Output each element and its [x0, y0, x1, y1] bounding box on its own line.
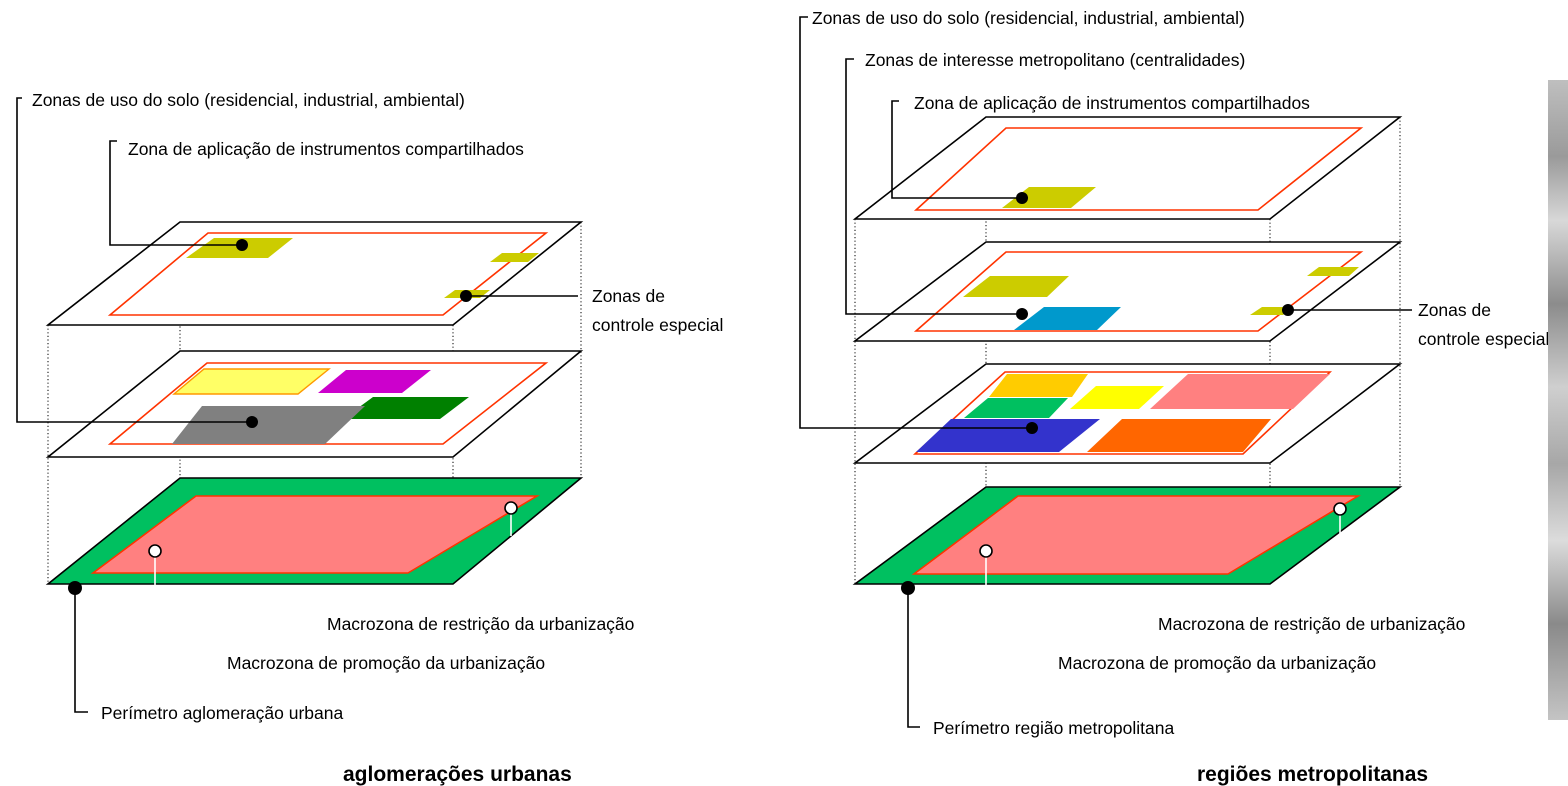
left-label-promotion: Macrozona de promoção da urbanização: [227, 653, 545, 673]
left-land-use-leader: [16, 97, 252, 423]
right-top-boundary: [913, 127, 1364, 211]
right-centrality-zone: [1014, 307, 1121, 330]
right-special-control-zone: [1307, 267, 1359, 276]
right-olive-zone: [963, 276, 1069, 297]
left-label-land-use: Zonas de uso do solo (residencial, indus…: [32, 90, 465, 110]
right-orange-yellow-zone: [989, 374, 1088, 397]
right-top-layer: [852, 116, 1403, 220]
left-environmental-zone: [343, 397, 469, 419]
right-orange-zone: [1087, 419, 1271, 452]
right-interest-marker: [1016, 308, 1028, 320]
left-instrument-leader: [109, 140, 242, 246]
left-top-boundary: [107, 232, 549, 316]
right-yellow-zone: [1070, 386, 1164, 409]
left-promotion-marker: [148, 544, 162, 558]
right-promotion-marker: [979, 544, 993, 558]
left-diagram-title: aglomerações urbanas: [343, 763, 572, 786]
left-industrial-zone: [172, 406, 365, 444]
right-promotion-macrozone: [911, 495, 1361, 575]
right-land-use-marker: [1026, 422, 1038, 434]
left-label-control-1: Zonas de: [592, 286, 665, 306]
right-metro-layer: [852, 241, 1403, 342]
left-diagram: Zonas de uso do solo (residencial, indus…: [16, 90, 723, 786]
left-perimeter-leader: [74, 588, 88, 713]
right-salmon-zone: [1150, 374, 1330, 409]
left-control-marker: [460, 290, 472, 302]
right-label-control-1: Zonas de: [1418, 300, 1491, 320]
right-label-instruments: Zona de aplicação de instrumentos compar…: [914, 93, 1310, 113]
left-restriction-marker: [504, 501, 518, 515]
left-special-control-zone: [490, 253, 539, 262]
right-green-zone: [964, 398, 1068, 418]
left-promotion-macrozone: [90, 495, 540, 574]
right-label-control-2: controle especial: [1418, 329, 1549, 349]
left-label-perimeter: Perímetro aglomeração urbana: [101, 703, 343, 723]
right-label-interest: Zonas de interesse metropolitano (centra…: [865, 50, 1245, 70]
right-diagram: Zonas de uso do solo (residencial, indus…: [799, 8, 1549, 786]
background-photo-edge: [1548, 80, 1568, 720]
left-residential-zone: [172, 368, 331, 395]
right-label-restriction: Macrozona de restrição de urbanização: [1158, 614, 1465, 634]
left-label-instruments: Zona de aplicação de instrumentos compar…: [128, 139, 524, 159]
right-label-land-use: Zonas de uso do solo (residencial, indus…: [812, 8, 1245, 28]
right-instrument-marker: [1016, 192, 1028, 204]
right-perimeter-leader: [907, 588, 920, 728]
right-restriction-marker: [1333, 502, 1347, 516]
right-land-use-leader: [799, 16, 1032, 429]
right-label-perimeter: Perímetro região metropolitana: [933, 718, 1174, 738]
right-label-promotion: Macrozona de promoção da urbanização: [1058, 653, 1376, 673]
right-control-marker: [1282, 304, 1294, 316]
left-instrument-marker: [236, 239, 248, 251]
left-top-layer: [45, 221, 584, 326]
left-magenta-zone: [318, 370, 431, 393]
left-land-use-marker: [246, 416, 258, 428]
left-label-control-2: controle especial: [592, 315, 723, 335]
right-metro-boundary: [913, 251, 1364, 332]
left-label-restriction: Macrozona de restrição da urbanização: [327, 614, 634, 634]
left-land-use-boundary: [107, 362, 549, 445]
right-instrument-leader: [891, 100, 1022, 199]
right-diagram-title: regiões metropolitanas: [1197, 763, 1428, 786]
right-interest-leader: [845, 58, 1022, 315]
